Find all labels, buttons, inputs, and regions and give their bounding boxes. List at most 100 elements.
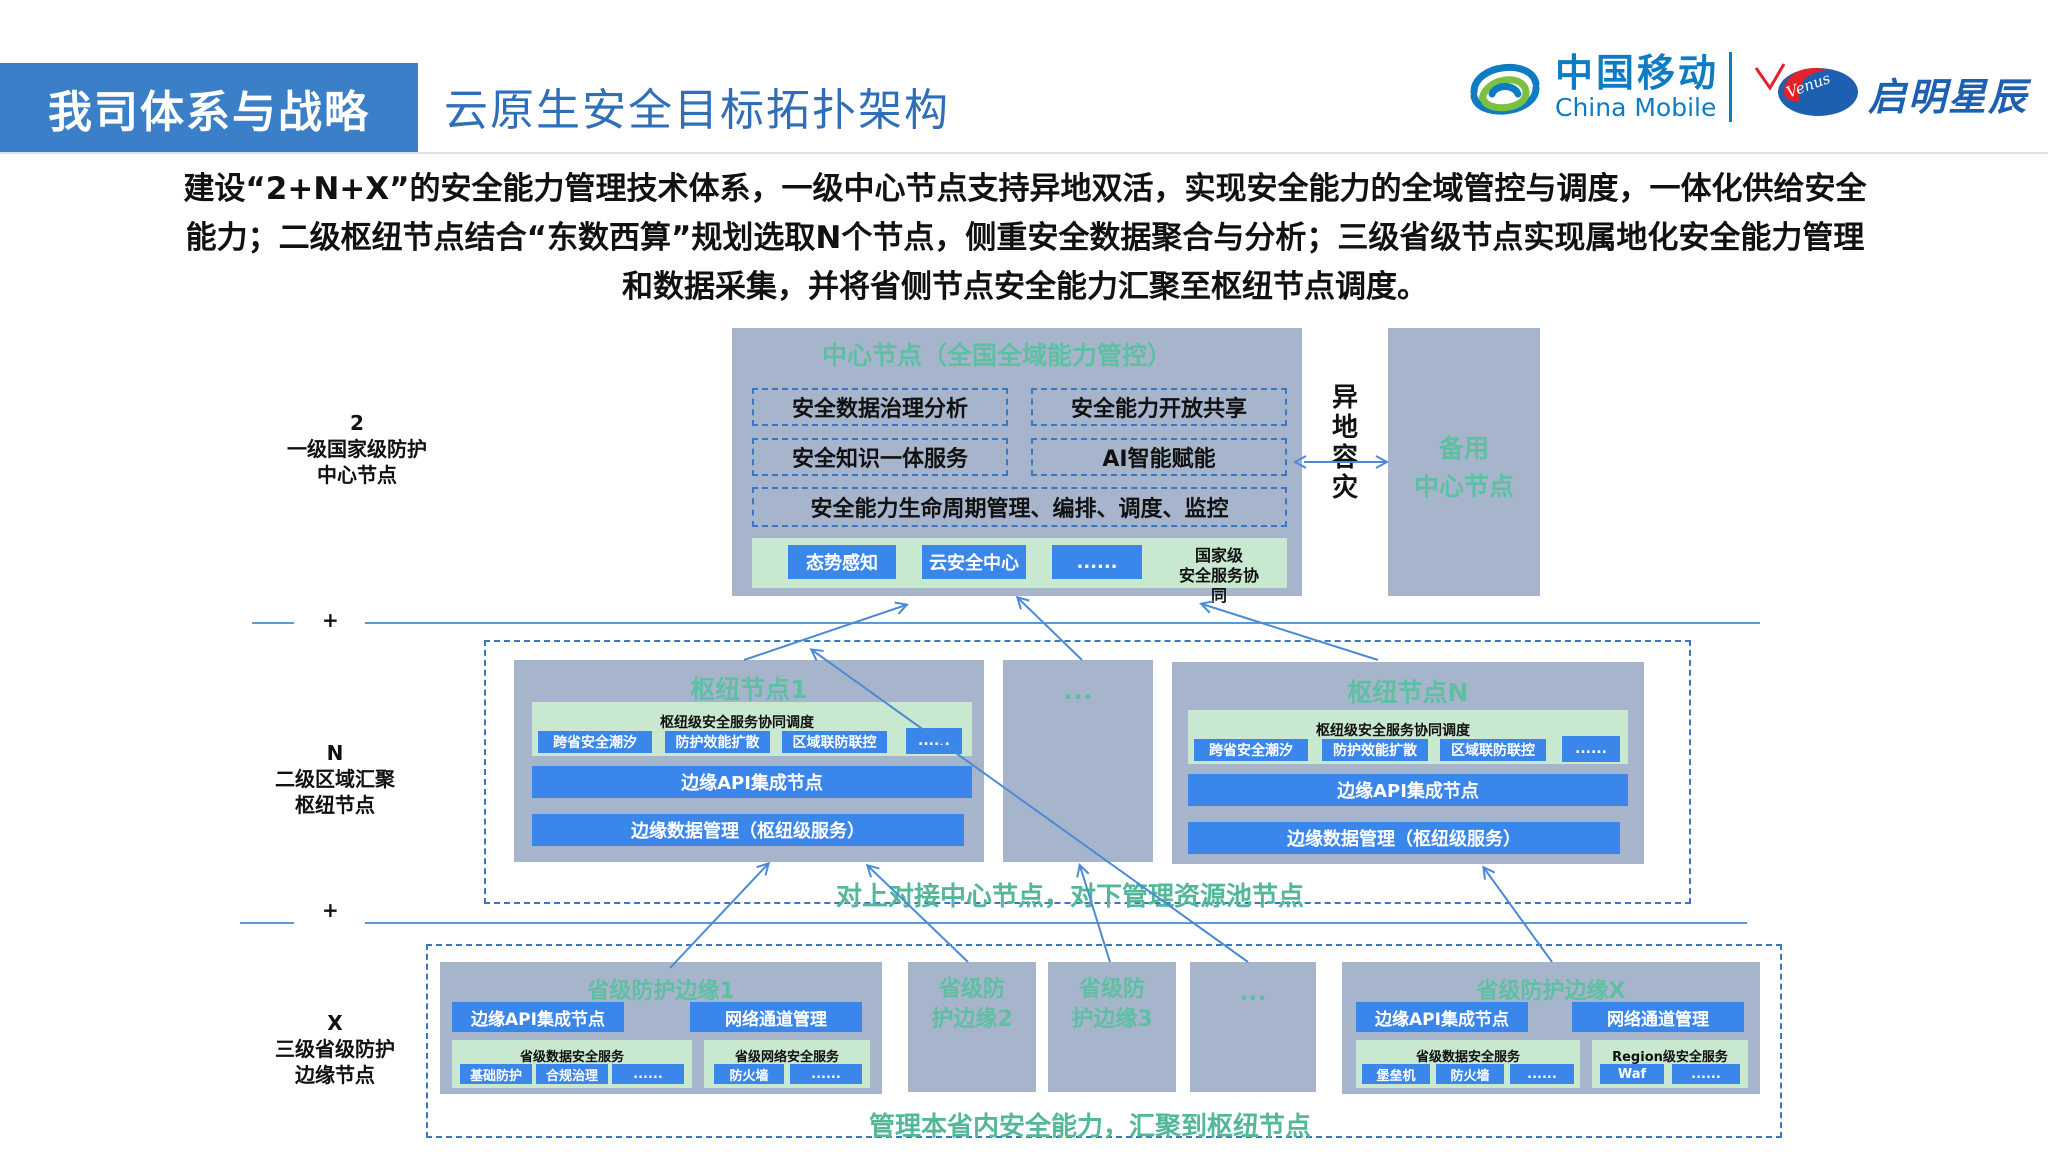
level-3-line2: 边缘节点 [295, 1063, 375, 1087]
edge-1-network-service-title: 省级网络安全服务 [734, 1050, 839, 1065]
level-1-line2: 中心节点 [317, 463, 397, 487]
arrow-edgemid-to-hub1 [812, 650, 1249, 963]
edge-1-network-channel: 网络通道管理 [690, 1002, 862, 1032]
arrow-edgex-to-hubn [1484, 868, 1553, 963]
hub-node-1-title: 枢纽节点1 [690, 675, 808, 704]
china-mobile-en: China Mobile [1555, 93, 1717, 122]
edge-1-firewall: 防火墙 [714, 1064, 784, 1084]
hub-level-container [484, 640, 1691, 904]
hub-1-api-node: 边缘API集成节点 [532, 766, 972, 798]
section-title-tab: 我司体系与战略 [0, 63, 418, 153]
arrow-edge1-to-hub1 [669, 864, 768, 969]
edge-1-basic-protection: 基础防护 [460, 1064, 532, 1084]
hub-1-item-1: 跨省安全潮汐 [538, 731, 652, 753]
center-btn-situational-awareness: 态势感知 [788, 545, 896, 579]
level-2-line2: 枢纽节点 [295, 793, 375, 817]
hub-node-ellipsis: ... [1063, 676, 1093, 706]
arrow-edge3-to-hubmid [1080, 866, 1111, 963]
hub-n-coop-title: 枢纽级安全服务协同调度 [1316, 723, 1470, 739]
edge-2-title-line1: 省级防 [938, 977, 1005, 1002]
hub-level-caption: 对上对接中心节点，对下管理资源池节点 [835, 882, 1304, 912]
separator-1-plus: + [322, 608, 339, 632]
level-3-label: X 三级省级防护 边缘节点 [240, 1010, 430, 1088]
hub-n-item-more: ...... [1562, 736, 1620, 762]
national-coop-line1: 国家级 [1194, 546, 1243, 565]
edge-x-data-more: ...... [1510, 1064, 1574, 1084]
intro-line-2: 能力；二级枢纽节点结合“东数西算”规划选取N个节点，侧重安全数据聚合与分析；三级… [185, 220, 1865, 256]
china-mobile-cn: 中国移动 [1555, 51, 1720, 95]
venus-logo-text: 启明星辰 [1868, 75, 2029, 119]
backup-center-panel [1388, 328, 1540, 596]
level-3-line1: 三级省级防护 [275, 1037, 395, 1061]
hub-1-item-2: 防护效能扩散 [665, 731, 770, 753]
separator-2-right [365, 922, 1747, 924]
backup-center-title: 备用 中心节点 [1388, 430, 1540, 506]
hub-1-item-3: 区域联防联控 [782, 731, 887, 753]
edge-1-network-more: ...... [790, 1064, 862, 1084]
edge-x-network-channel: 网络通道管理 [1572, 1002, 1744, 1032]
edge-x-data-service-title: 省级数据安全服务 [1415, 1050, 1520, 1065]
center-node-title: 中心节点（全国全域能力管控） [821, 341, 1172, 370]
cap-open-sharing: 安全能力开放共享 [1031, 388, 1287, 426]
china-mobile-logo-icon [1470, 63, 1540, 115]
hub-n-item-2: 防护效能扩散 [1322, 739, 1428, 761]
logo-divider [1729, 52, 1732, 122]
edge-node-x-title: 省级防护边缘X [1476, 979, 1626, 1004]
arrow-hubn-to-center [1202, 604, 1379, 661]
page-title: 云原生安全目标拓扑架构 [444, 85, 950, 136]
arrow-hubmid-to-center [1018, 598, 1083, 661]
separator-1-right [365, 622, 1760, 624]
separator-1-left [252, 622, 294, 624]
hub-1-coop-title: 枢纽级安全服务协同调度 [660, 715, 814, 731]
intro-line-1: 建设“2+N+X”的安全能力管理技术体系，一级中心节点支持异地双活，实现安全能力… [183, 171, 1867, 207]
national-coordination-label: 国家级 安全服务协 同 [1164, 546, 1274, 606]
national-coop-line2: 安全服务协 [1178, 566, 1259, 585]
cap-data-governance: 安全数据治理分析 [752, 388, 1008, 426]
dr-char-4: 灾 [1331, 473, 1358, 503]
edge-2-title-line2: 护边缘2 [931, 1007, 1013, 1032]
edge-node-2-panel [908, 962, 1036, 1092]
center-btn-cloud-security: 云安全中心 [922, 545, 1026, 579]
center-btn-more: ...... [1052, 545, 1142, 579]
intro-text: 建设“2+N+X”的安全能力管理技术体系，一级中心节点支持异地双活，实现安全能力… [50, 165, 2000, 312]
separator-2-plus: + [322, 898, 339, 922]
edge-node-3-title: 省级防 护边缘3 [1048, 975, 1176, 1035]
hub-node-n-title: 枢纽节点N [1347, 678, 1469, 707]
level-2-number: N [326, 741, 344, 765]
intro-line-3: 和数据采集，并将省侧节点安全能力汇聚至枢纽节点调度。 [622, 269, 1428, 305]
hub-node-ellipsis-panel [1003, 660, 1153, 862]
level-2-label: N 二级区域汇聚 枢纽节点 [240, 740, 430, 818]
edge-3-title-line2: 护边缘3 [1071, 1007, 1153, 1032]
edge-x-region-more: ...... [1672, 1064, 1740, 1084]
venus-logo-icon: Venus [1754, 63, 1858, 116]
edge-x-waf: Waf [1600, 1064, 1664, 1084]
edge-x-api-node: 边缘API集成节点 [1356, 1002, 1528, 1032]
level-3-number: X [327, 1011, 343, 1035]
backup-title-line2: 中心节点 [1413, 472, 1514, 501]
edge-1-data-more: ...... [612, 1064, 684, 1084]
cap-knowledge-service: 安全知识一体服务 [752, 438, 1008, 476]
hub-n-item-3: 区域联防联控 [1440, 739, 1546, 761]
edge-node-ellipsis-panel [1190, 962, 1316, 1092]
level-1-number: 2 [350, 411, 364, 435]
edge-x-bastion: 堡垒机 [1362, 1064, 1430, 1084]
edge-node-2-title: 省级防 护边缘2 [908, 975, 1036, 1035]
hub-n-data-management: 边缘数据管理（枢纽级服务） [1188, 822, 1620, 854]
china-mobile-logo-text: 中国移动 China Mobile [1555, 52, 1719, 122]
dr-char-1: 异 [1331, 383, 1358, 413]
level-2-line1: 二级区域汇聚 [275, 767, 395, 791]
edge-node-ellipsis: ... [1239, 978, 1267, 1006]
cap-lifecycle-management: 安全能力生命周期管理、编排、调度、监控 [752, 487, 1287, 527]
arrow-edge2-to-hub1 [868, 866, 969, 963]
edge-1-api-node: 边缘API集成节点 [452, 1002, 624, 1032]
national-coop-line3: 同 [1210, 586, 1227, 605]
level-1-line1: 一级国家级防护 [287, 437, 427, 461]
edge-1-compliance: 合规治理 [536, 1064, 608, 1084]
header-divider [0, 152, 2048, 154]
edge-3-title-line1: 省级防 [1078, 977, 1145, 1002]
dr-char-2: 地 [1331, 413, 1358, 443]
edge-1-data-service-title: 省级数据安全服务 [519, 1050, 624, 1065]
edge-x-region-service-title: Region级安全服务 [1612, 1050, 1728, 1065]
hub-1-data-management: 边缘数据管理（枢纽级服务） [532, 814, 964, 846]
edge-x-firewall: 防火墙 [1436, 1064, 1504, 1084]
